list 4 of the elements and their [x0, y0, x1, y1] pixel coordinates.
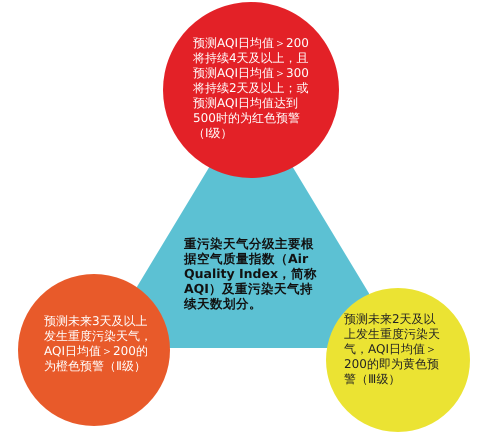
summary-text: 重污染天气分级主要根据空气质量指数（Air Quality Index，简称AQI）及重污染天气持续天数划分。	[184, 236, 318, 311]
alert-description: 预测未来3天及以上发生重度污染天气，AQI日均值＞200的为橙色预警（Ⅱ级）	[44, 314, 153, 374]
alert-description: 预测未来2天及以上发生重度污染天气，AQI日均值＞200的即为黄色预警（Ⅲ级）	[344, 312, 441, 387]
alert-description: 预测AQI日均值＞200将持续4天及以上，且预测AQI日均值＞300将持续2天及以上；或预测AQI日均值达到500时的为红色预警（Ⅰ级）	[193, 36, 310, 141]
